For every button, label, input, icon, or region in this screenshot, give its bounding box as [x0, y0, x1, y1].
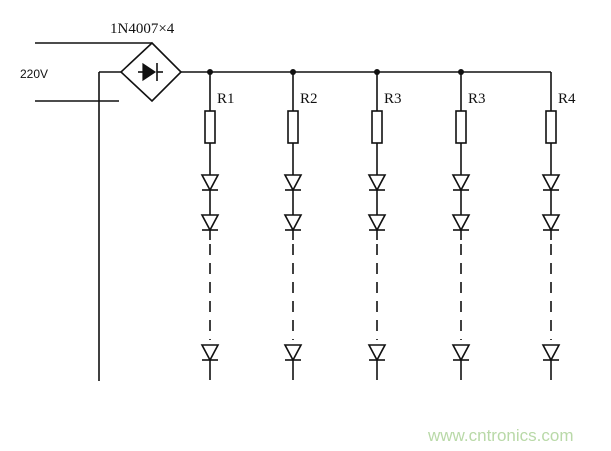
led-icon: [451, 344, 471, 362]
bridge-rectifier: [119, 41, 183, 103]
led-icon: [283, 214, 303, 232]
led-branch-1: R1: [200, 72, 235, 380]
led-branch-3: R3: [367, 72, 402, 380]
negative-return-wire: [98, 72, 153, 381]
resistor-icon: [371, 110, 383, 144]
led-branch-5: R4: [541, 72, 576, 380]
led-icon: [283, 174, 303, 192]
led-icon: [541, 344, 561, 362]
led-icon: [200, 214, 220, 232]
input-voltage-label: 220V: [20, 67, 48, 81]
led-icon: [367, 174, 387, 192]
led-icon: [541, 214, 561, 232]
watermark: www.cntronics.com: [427, 426, 573, 445]
resistor-label: R4: [558, 91, 576, 107]
led-icon: [367, 214, 387, 232]
resistor-label: R3: [468, 91, 486, 107]
resistor-label: R3: [384, 91, 402, 107]
led-icon: [283, 344, 303, 362]
led-icon: [200, 174, 220, 192]
led-icon: [541, 174, 561, 192]
led-icon: [200, 344, 220, 362]
resistor-label: R1: [217, 91, 235, 107]
led-branch-4: R3: [451, 72, 486, 380]
resistor-label: R2: [300, 91, 318, 107]
bridge-part-label: 1N4007×4: [110, 21, 175, 37]
led-icon: [451, 214, 471, 232]
resistor-icon: [204, 110, 216, 144]
led-icon: [367, 344, 387, 362]
led-branch-2: R2: [283, 72, 318, 380]
resistor-icon: [545, 110, 557, 144]
resistor-icon: [455, 110, 467, 144]
resistor-icon: [287, 110, 299, 144]
led-icon: [451, 174, 471, 192]
